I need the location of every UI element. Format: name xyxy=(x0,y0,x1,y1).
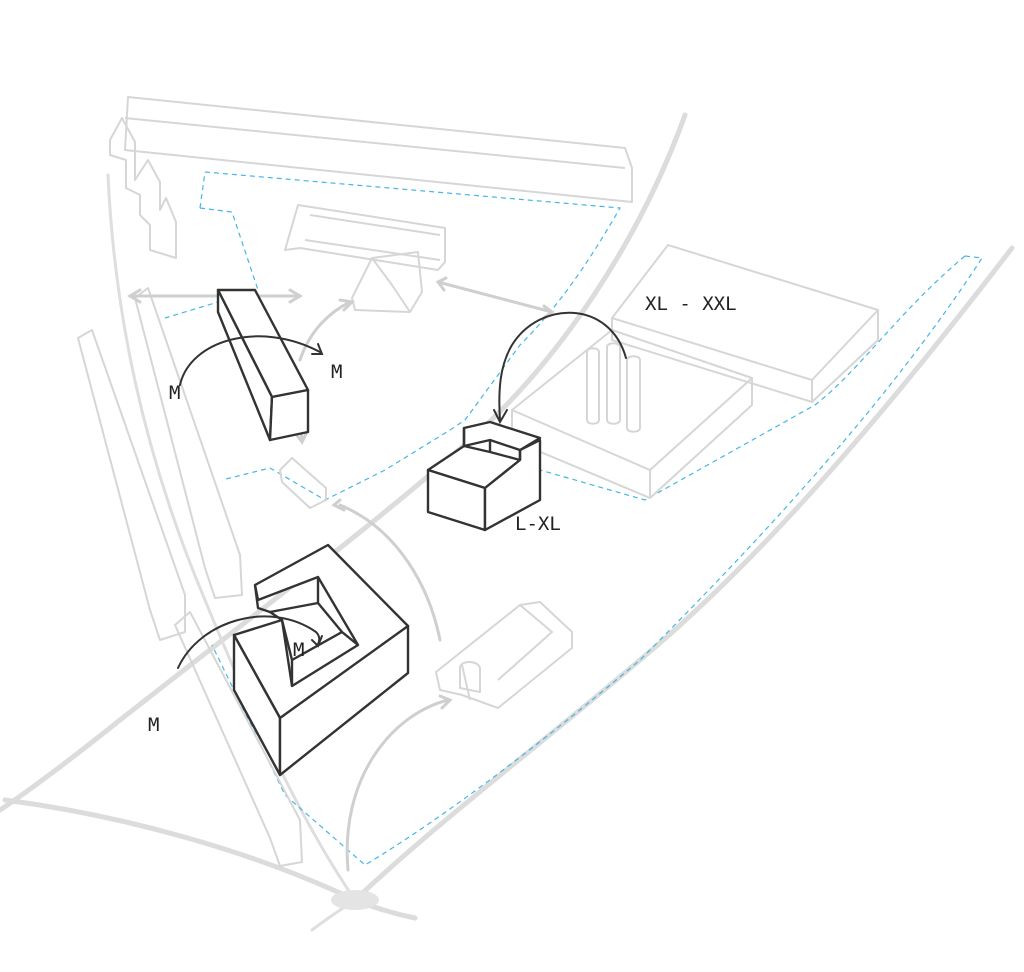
barn-building-southeast xyxy=(435,601,573,709)
arrow-two-way-east xyxy=(436,280,554,314)
west-curved-road xyxy=(106,173,357,902)
roundabout xyxy=(331,890,379,910)
new-volumes xyxy=(216,288,542,777)
arrow-to-north-house xyxy=(298,300,352,362)
arrow-courtyard-move xyxy=(177,615,321,669)
east-diagonal-road xyxy=(352,245,1015,903)
row-houses-northwest xyxy=(109,117,177,259)
label-xl-xxl: XL - XXL xyxy=(645,293,737,315)
industrial-block-xxl xyxy=(611,244,879,403)
arrow-industry-to-block xyxy=(498,311,627,421)
main-curved-road xyxy=(0,112,688,813)
relocation-arrows xyxy=(177,311,627,669)
boundary-east xyxy=(211,255,984,866)
small-house-north xyxy=(351,251,423,313)
label-m-bar-left: M xyxy=(169,382,180,404)
new-stepped-block xyxy=(426,420,542,532)
arrow-roundabout-to-barn xyxy=(345,698,450,872)
label-m-bar-right: M xyxy=(331,361,342,383)
label-m-courtyard: M xyxy=(293,639,304,661)
silos xyxy=(586,342,641,433)
label-m-lower-left: M xyxy=(148,714,159,736)
road-network xyxy=(0,112,1015,932)
arrow-curve-to-barn xyxy=(338,503,442,642)
arrow-bar-move xyxy=(179,335,321,386)
boundary-industrial xyxy=(539,255,966,501)
small-bar-building xyxy=(279,457,327,509)
size-labels: M M XL - XXL L-XL M M xyxy=(148,293,737,736)
west-slab-2 xyxy=(134,287,243,599)
west-slab-3 xyxy=(174,611,303,867)
context-movement-arrows xyxy=(127,276,555,872)
long-north-building xyxy=(124,96,633,203)
west-slab-1 xyxy=(77,329,186,641)
site-boundary-lines xyxy=(164,171,984,866)
small-complex-north xyxy=(284,204,446,271)
new-bar-building xyxy=(216,288,310,442)
label-l-xl: L-XL xyxy=(515,513,561,535)
boundary-north xyxy=(164,171,621,501)
south-cross-road xyxy=(2,797,418,921)
new-courtyard-block xyxy=(232,543,410,777)
